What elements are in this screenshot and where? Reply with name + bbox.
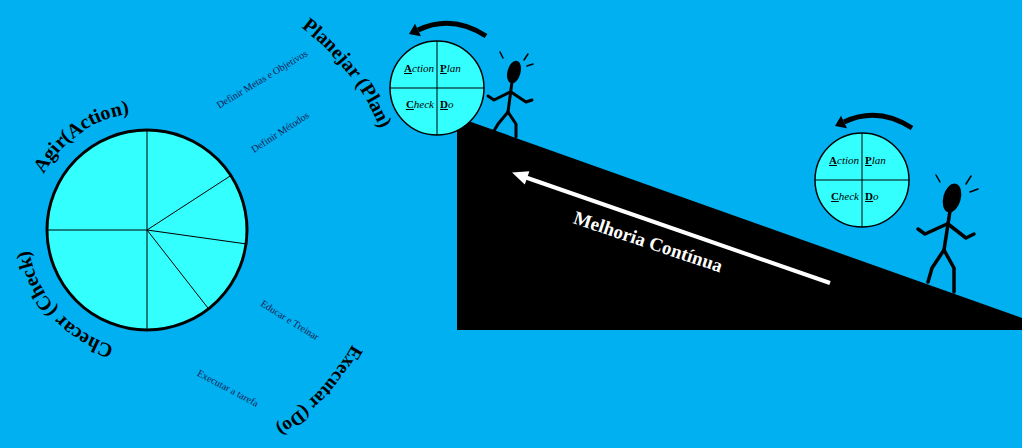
circle-fill: [47, 130, 247, 330]
step-label: Definir Metas e Objetivos: [215, 47, 310, 110]
arrow-head: [409, 24, 421, 37]
segment-line: [147, 230, 148, 330]
ball-outline: [815, 133, 909, 227]
figure-head: [942, 184, 962, 213]
quadrant-label: Do: [440, 97, 485, 111]
motion-lines: [500, 52, 533, 66]
rotation-arrow: [844, 115, 912, 128]
node-outline: [389, 40, 485, 136]
quadrant-line: [815, 180, 909, 181]
node-outline: [46, 129, 248, 331]
figure-leg: [508, 112, 516, 137]
ball-outline: [390, 41, 484, 135]
segment-line: [147, 130, 148, 230]
figure-leg: [928, 250, 944, 282]
step-label: Definir Métodos: [249, 109, 311, 154]
slope: [457, 117, 1022, 330]
figure-body: [508, 82, 512, 112]
circle-border: [47, 130, 247, 330]
arrow-head: [512, 171, 529, 184]
quadrant-label: Check: [814, 189, 859, 203]
improvement-arrow: [526, 178, 830, 284]
quadrant-label: Plan: [865, 153, 910, 167]
quadrant-line: [390, 88, 484, 89]
figure-arm: [948, 224, 974, 238]
figure-body: [944, 211, 950, 250]
motion-lines: [936, 175, 978, 192]
segment-line: [147, 230, 209, 309]
segment-line: [147, 230, 246, 244]
quadrant-label: Action: [814, 153, 859, 167]
arrow-head: [835, 116, 847, 129]
quadrant-label: Do: [865, 189, 910, 203]
stick-figure: [488, 52, 533, 137]
step-label: Educar e Treinar: [259, 298, 321, 343]
node-outline: [814, 132, 910, 228]
rotation-arrow: [418, 23, 486, 36]
quadrant-label: Check: [389, 97, 434, 111]
quadrant-label: Action: [389, 61, 434, 75]
quadrant-label: Plan: [440, 61, 485, 75]
figure-leg: [494, 112, 508, 131]
figure-arm: [511, 92, 532, 102]
figure-arm: [918, 224, 947, 234]
pdca-ball: Action PlanCheck Do: [389, 40, 485, 136]
segment-line: [47, 230, 147, 231]
figure-head: [507, 61, 522, 83]
segment-line: [147, 176, 231, 230]
step-label: Executar a tarefa: [196, 367, 261, 409]
figure-leg: [944, 250, 954, 292]
pdca-ball: Action PlanCheck Do: [814, 132, 910, 228]
figure-arm: [488, 92, 510, 100]
cycle-circle: Planejar (Plan)Executar (Do)Checar (Chec…: [46, 129, 248, 331]
slope-label: Melhoria Contínua: [571, 207, 726, 277]
stick-figure: [918, 175, 978, 292]
